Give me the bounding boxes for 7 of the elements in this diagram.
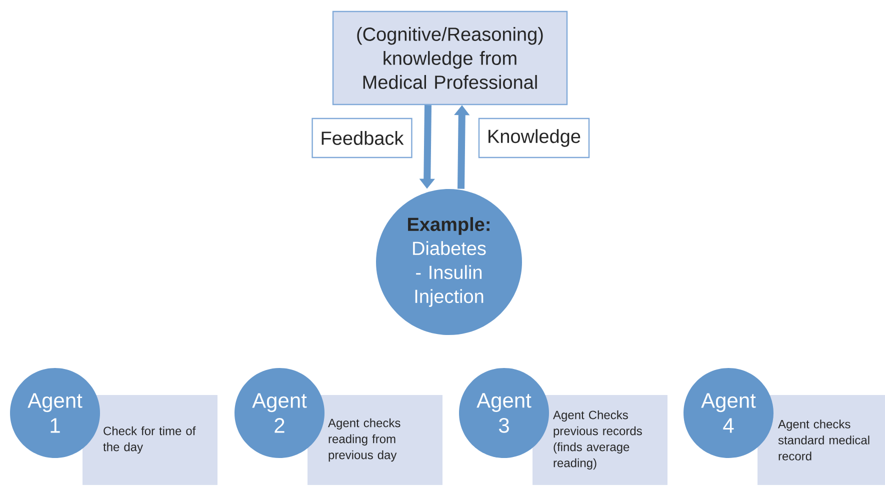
task-box: Agent checks standard medical record [758, 395, 885, 485]
task-box: Check for time of the day [82, 395, 218, 485]
label-box: Feedback [312, 118, 412, 158]
label-box: Knowledge [478, 118, 590, 158]
knowledge-box: (Cognitive/Reasoning) knowledge from Medical Professional [332, 10, 568, 106]
task-box: Agent Checks previous records (finds average reading) [532, 395, 668, 485]
task-box: Agent checks reading from previous day [308, 395, 442, 485]
